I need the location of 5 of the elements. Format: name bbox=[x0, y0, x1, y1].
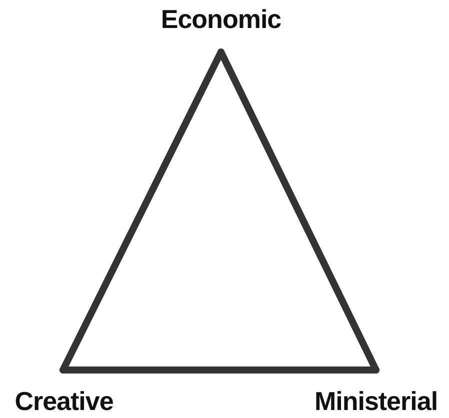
triangle-side bbox=[60, 366, 380, 374]
vertex-label: Economic bbox=[160, 4, 282, 34]
triangle-side bbox=[218, 48, 380, 374]
vertex-label: Creative bbox=[14, 386, 114, 416]
vertex-label: Ministerial bbox=[314, 386, 438, 416]
